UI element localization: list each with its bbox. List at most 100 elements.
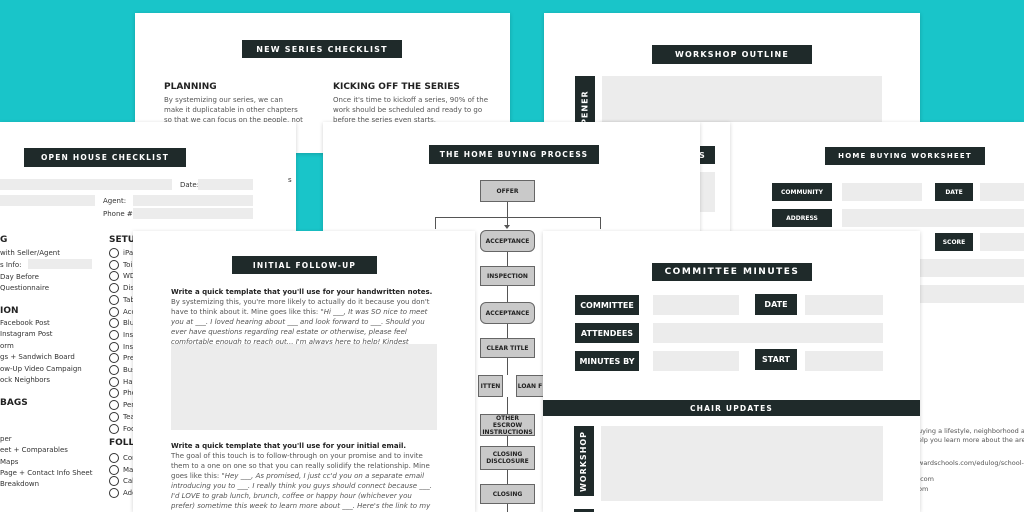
checkbox[interactable] <box>109 464 119 475</box>
agent-field[interactable] <box>133 195 253 206</box>
checklist-item: ow-Up Video Campaign <box>0 365 82 373</box>
checkbox[interactable] <box>109 353 119 364</box>
address-field[interactable] <box>842 209 1024 227</box>
minutes-by-label: MINUTES BY <box>575 351 639 371</box>
followup-title: INITIAL FOLLOW-UP <box>232 256 377 274</box>
checkbox-label: Tab <box>123 295 135 304</box>
checkbox-label: Insta <box>123 330 141 339</box>
checkbox[interactable] <box>109 411 119 422</box>
checkbox-label: Con <box>123 454 137 462</box>
info-field[interactable] <box>28 259 92 269</box>
start-field[interactable] <box>805 351 883 371</box>
checklist-item: Facebook Post <box>0 319 50 327</box>
agent-label: Agent: <box>103 197 127 205</box>
phone-label: Phone #: <box>103 210 136 218</box>
start-label: START <box>755 349 797 370</box>
checklist-item: Maps <box>0 458 19 466</box>
name-field[interactable] <box>0 179 172 190</box>
checkbox-label: Prel <box>123 354 137 363</box>
attendees-label: ATTENDEES <box>575 323 639 343</box>
checkbox[interactable] <box>109 365 119 375</box>
checklist-item: ock Neighbors <box>0 376 51 384</box>
minutes-by-field[interactable] <box>653 351 739 371</box>
worksheet-row[interactable] <box>920 285 1024 303</box>
new-series-title: NEW SERIES CHECKLIST <box>242 40 402 58</box>
date-field[interactable] <box>805 295 883 315</box>
worksheet-text-4: .com <box>918 475 934 483</box>
checkbox-label: iPac <box>123 249 137 257</box>
address-field[interactable] <box>0 195 95 206</box>
checklist-item: orm <box>0 342 14 350</box>
committee-label: COMMITTEE <box>575 295 639 315</box>
flow-step-acceptance: ACCEPTANCE <box>480 230 535 252</box>
checkbox-label: Mail <box>123 465 138 474</box>
flow-step-closing: CLOSING <box>480 484 535 504</box>
checkbox[interactable] <box>109 476 119 486</box>
checkbox-label: Insti <box>123 342 138 351</box>
checkbox-label: Pho <box>123 389 136 398</box>
question-1: Write a quick template that you'll use f… <box>171 288 433 296</box>
checkbox-label: Pen <box>123 401 136 410</box>
section-heading: ION <box>0 306 19 316</box>
process-title: THE HOME BUYING PROCESS <box>429 145 599 164</box>
community-field[interactable] <box>842 183 922 201</box>
planning-heading: PLANNING <box>164 82 217 92</box>
checkbox-label: Add <box>123 488 137 497</box>
follow-heading: FOLLO <box>109 438 142 448</box>
worksheet-text-5: om <box>918 485 929 493</box>
section-heading: BAGS <box>0 398 28 408</box>
checkbox[interactable] <box>109 376 119 387</box>
committee-field[interactable] <box>653 295 739 315</box>
checkbox[interactable] <box>109 248 119 258</box>
checkbox[interactable] <box>109 271 119 282</box>
workshop-label: WORKSHOP <box>574 426 594 496</box>
flow-step-clear-title: CLEAR TITLE <box>480 338 535 358</box>
checklist-item: Page + Contact Info Sheet <box>0 469 93 477</box>
score-field[interactable] <box>980 233 1024 251</box>
date-field[interactable] <box>198 179 253 190</box>
checkbox[interactable] <box>109 388 119 399</box>
checkbox[interactable] <box>109 294 119 305</box>
checkbox[interactable] <box>109 259 119 270</box>
phone-field[interactable] <box>133 208 253 219</box>
attendees-field[interactable] <box>653 323 883 343</box>
checkbox-label: Call <box>123 477 137 485</box>
flow-step-closing-disclosure: CLOSING DISCLOSURE <box>480 446 535 470</box>
checklist-item: Day Before <box>0 273 39 281</box>
worksheet-row[interactable] <box>920 259 1024 277</box>
checkbox[interactable] <box>109 329 119 340</box>
checkbox[interactable] <box>109 306 119 317</box>
checkbox[interactable] <box>109 341 119 352</box>
worksheet-text-2: elp you learn more about the area and <box>918 436 1024 444</box>
checkbox[interactable] <box>109 318 119 329</box>
checkbox-label: Busi <box>123 366 138 374</box>
checkbox[interactable] <box>109 283 119 294</box>
flow-step-written: ITTEN <box>478 375 503 397</box>
checkbox[interactable] <box>109 487 119 498</box>
checkbox[interactable] <box>109 453 119 463</box>
setup-heading: SETU <box>109 235 136 245</box>
checklist-item: s Info: <box>0 261 22 269</box>
checklist-item: Questionnaire <box>0 284 50 292</box>
kickoff-heading: KICKING OFF THE SERIES <box>333 82 460 92</box>
date-label: DATE <box>755 294 797 315</box>
date-label: Date: <box>180 181 200 189</box>
score-label: SCORE <box>935 233 973 251</box>
flow-step-offer: OFFER <box>480 180 535 202</box>
handwritten-note-field[interactable] <box>171 344 437 430</box>
flow-step-inspection: INSPECTION <box>480 266 535 286</box>
workshop-title: WORKSHOP OUTLINE <box>652 45 812 64</box>
workshop-field[interactable] <box>601 426 883 501</box>
question-2: Write a quick template that you'll use f… <box>171 442 407 450</box>
worksheet-text-3: wardschools.com/edulog/school-locato <box>918 459 1024 467</box>
checkbox-label: Acc <box>123 307 136 316</box>
checkbox[interactable] <box>109 423 119 434</box>
checklist-item: eet + Comparables <box>0 446 68 454</box>
checkbox-label: Foo <box>123 424 136 433</box>
flow-step-loan: LOAN F <box>516 375 544 397</box>
checkbox[interactable] <box>109 400 119 411</box>
checkbox-label: Disp <box>123 284 139 293</box>
date-field[interactable] <box>980 183 1024 201</box>
community-label: COMMUNITY <box>772 183 832 201</box>
committee-title: COMMITTEE MINUTES <box>652 263 812 281</box>
